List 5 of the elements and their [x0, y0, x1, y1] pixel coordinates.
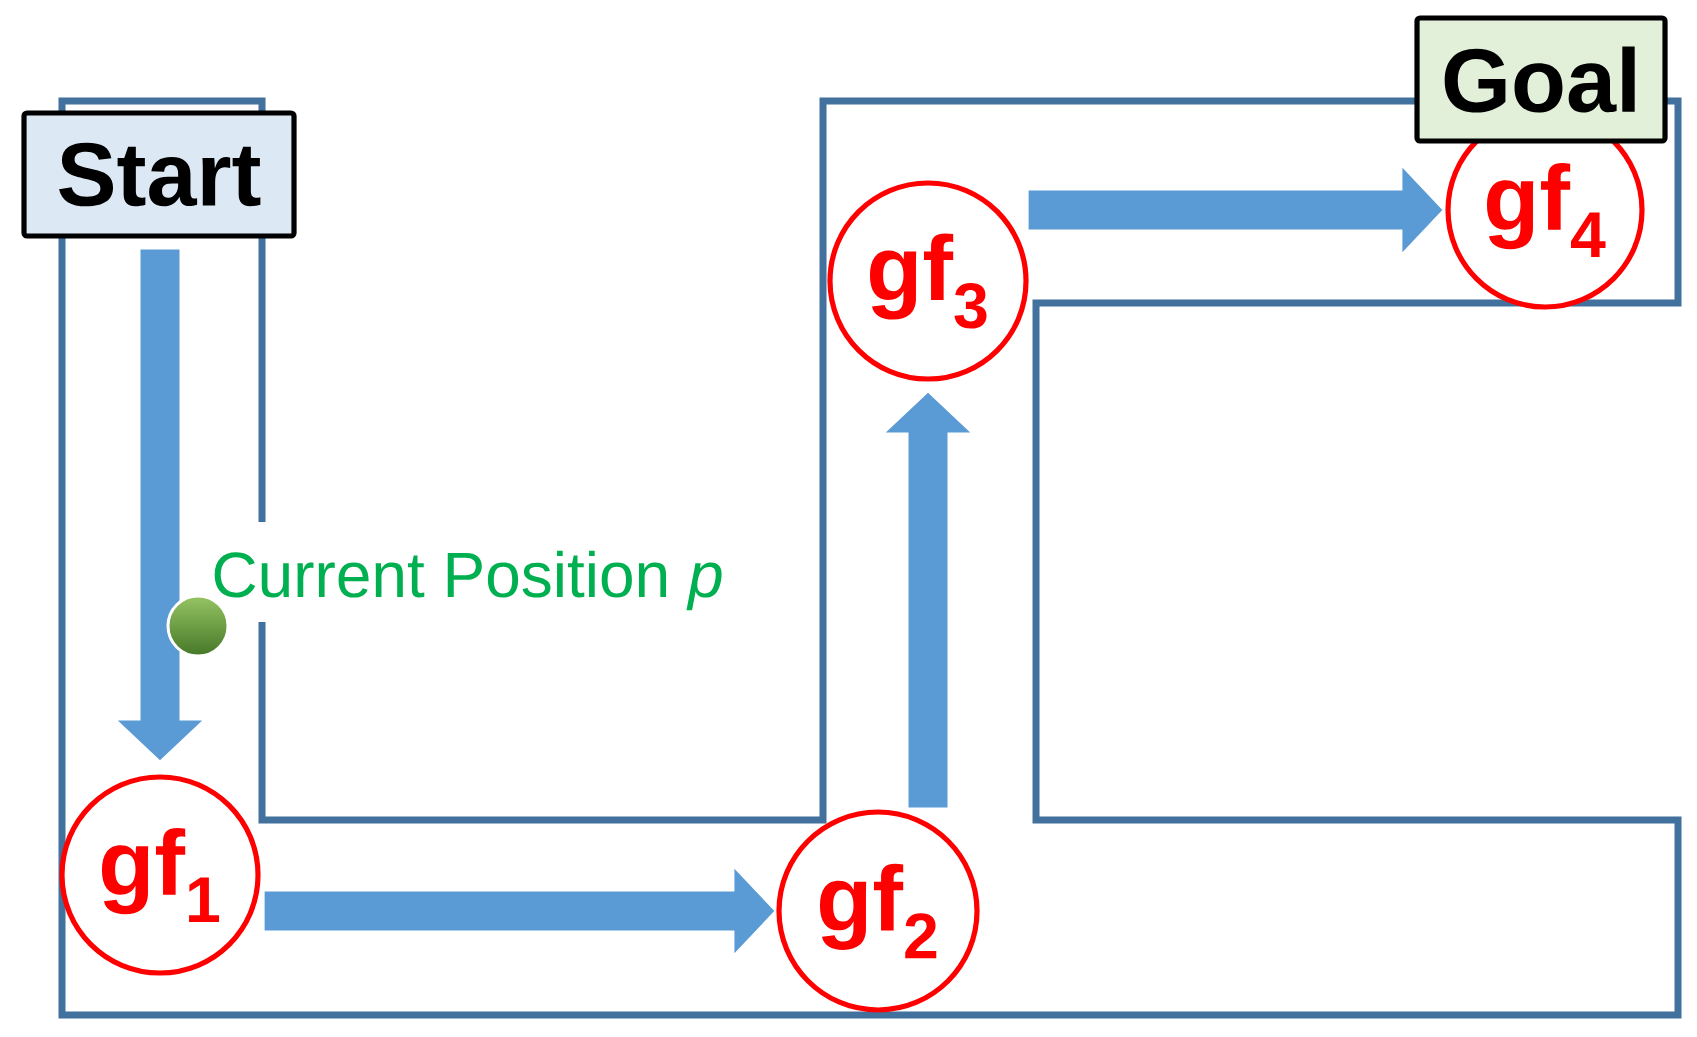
- start-box: Start: [21, 110, 297, 239]
- node-label: gf$_{4}$: [1486, 163, 1606, 257]
- goal-box: Goal: [1414, 15, 1668, 144]
- node-label: gf$_{1}$: [101, 828, 220, 922]
- position-label: Current Position p: [214, 550, 722, 611]
